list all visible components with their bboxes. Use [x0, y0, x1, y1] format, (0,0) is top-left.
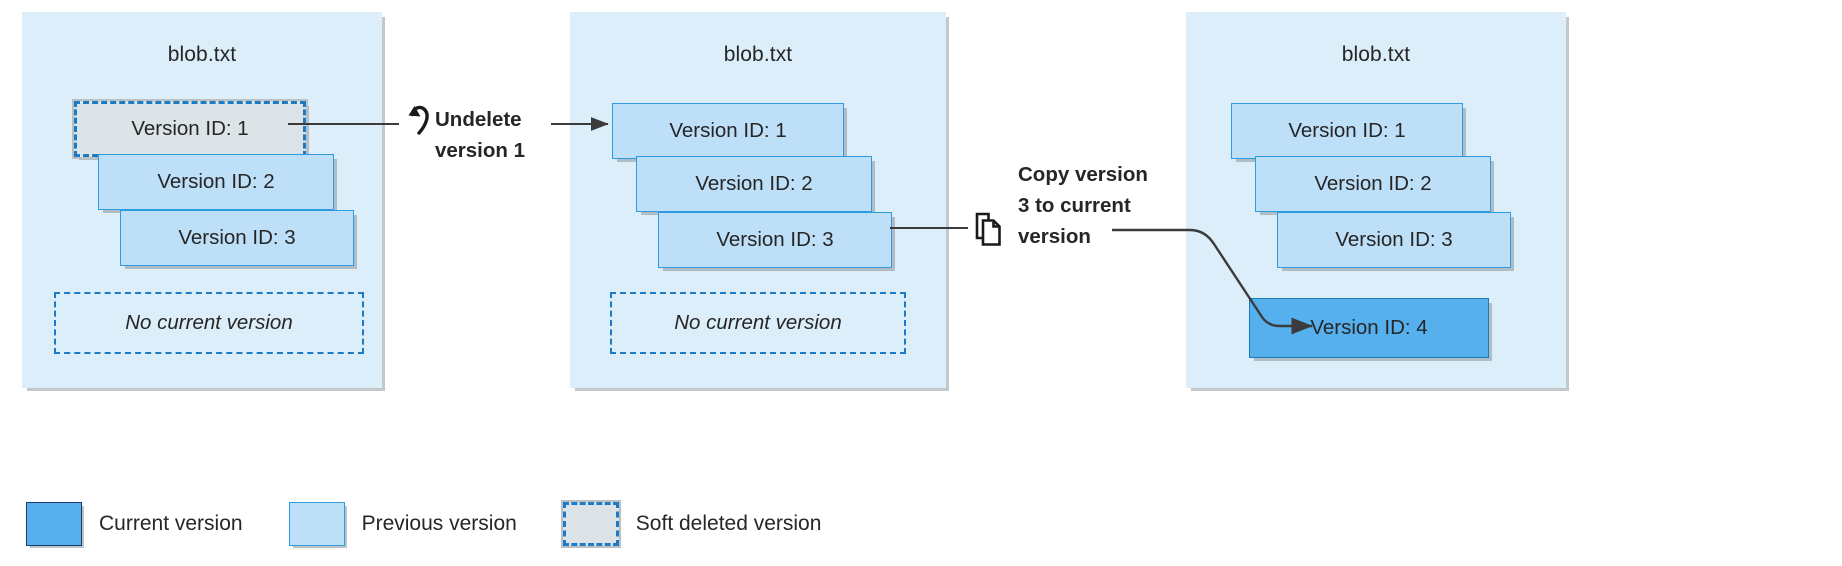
panel-3-version-4[interactable]: Version ID: 4: [1249, 298, 1489, 358]
panel-3-version-3-label: Version ID: 3: [1335, 228, 1453, 251]
panel-2-version-2[interactable]: Version ID: 2: [636, 156, 872, 212]
legend-label-previous-version: Previous version: [361, 512, 517, 535]
panel-1-version-2[interactable]: Version ID: 2: [98, 154, 334, 210]
panel-1-version-3[interactable]: Version ID: 3: [120, 210, 354, 266]
panel-3-version-1-label: Version ID: 1: [1288, 119, 1406, 142]
copy-icon: [975, 212, 1001, 246]
panel-3-version-2-label: Version ID: 2: [1314, 172, 1432, 195]
panel-1-version-2-label: Version ID: 2: [157, 170, 275, 193]
panel-1-version-1[interactable]: Version ID: 1: [72, 99, 308, 159]
panel-1-no-current-version: No current version: [54, 292, 364, 354]
panel-1-no-current-version-label: No current version: [125, 311, 293, 334]
panel-2-title: blob.txt: [723, 43, 793, 66]
panel-2-version-3[interactable]: Version ID: 3: [658, 212, 892, 268]
legend-swatch-previous-version: [288, 502, 345, 546]
panel-3-title: blob.txt: [1341, 43, 1411, 66]
blob-panel-2: blob.txt Version ID: 1 Version ID: 2 Ver…: [570, 12, 946, 388]
panel-2-no-current-version-label: No current version: [674, 311, 842, 334]
undo-icon: [408, 105, 429, 135]
panel-1-version-3-label: Version ID: 3: [178, 226, 296, 249]
legend-swatch-soft-deleted-version: [560, 500, 621, 548]
blob-panel-3: blob.txt Version ID: 1 Version ID: 2 Ver…: [1186, 12, 1566, 388]
blob-panel-1: blob.txt Version ID: 1 Version ID: 2 Ver…: [22, 12, 382, 388]
panel-1-title: blob.txt: [167, 43, 237, 66]
panel-3-version-4-label: Version ID: 4: [1310, 316, 1428, 339]
panel-2-no-current-version: No current version: [610, 292, 906, 354]
panel-3-version-3[interactable]: Version ID: 3: [1277, 212, 1511, 268]
legend-item-deleted: Soft deleted version: [560, 498, 868, 550]
legend-swatch-current-version: [26, 502, 82, 546]
annotation-copy-label: Copy version 3 to current version: [1018, 163, 1148, 248]
legend: Current version Previous version Soft de…: [26, 498, 867, 550]
panel-3-version-1[interactable]: Version ID: 1: [1231, 103, 1463, 159]
panel-2-version-2-label: Version ID: 2: [695, 172, 813, 195]
legend-item-previous: Previous version: [288, 498, 563, 550]
panel-2-version-1[interactable]: Version ID: 1: [612, 103, 844, 159]
panel-1-version-1-label: Version ID: 1: [131, 117, 249, 140]
panel-2-version-1-label: Version ID: 1: [669, 119, 787, 142]
panel-2-version-3-label: Version ID: 3: [716, 228, 834, 251]
panel-3-version-2[interactable]: Version ID: 2: [1255, 156, 1491, 212]
legend-item-current: Current version: [26, 498, 289, 550]
annotation-undelete-label: Undelete version 1: [435, 108, 526, 162]
legend-label-soft-deleted-version: Soft deleted version: [635, 512, 822, 535]
legend-label-current-version: Current version: [99, 512, 243, 535]
